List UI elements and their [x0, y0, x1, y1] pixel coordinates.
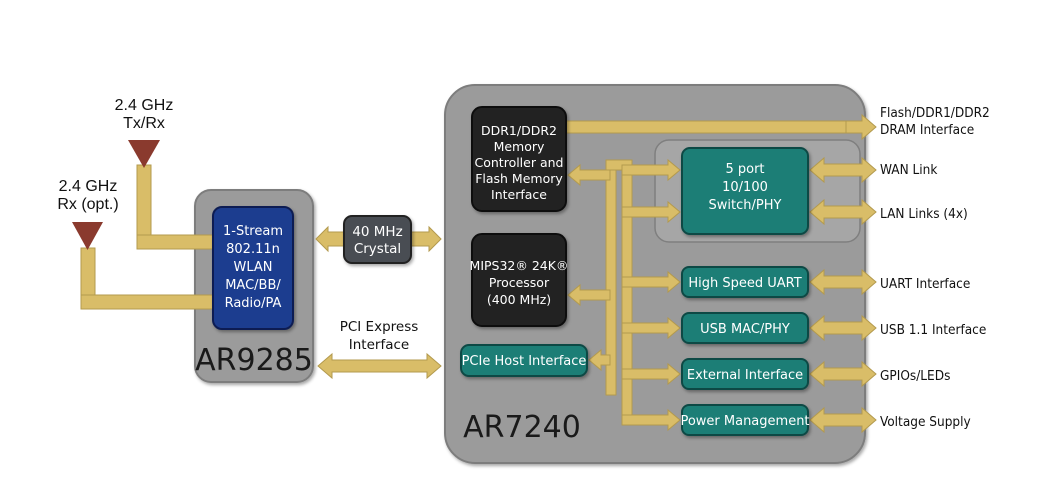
dram-interface-label-2: DRAM Interface	[880, 122, 974, 138]
pcie-link-label-2: Interface	[349, 337, 409, 353]
switch-line-1: 5 port	[725, 162, 764, 177]
antenna-rx-trace-horizontal	[80, 294, 214, 310]
switch-bus-arrow	[621, 200, 681, 224]
peripheral-label: High Speed UART	[688, 276, 801, 291]
memory-bus-arrow	[567, 163, 611, 187]
pcie-host-bus-arrow	[588, 348, 611, 372]
dram-interface-arrow	[845, 113, 877, 141]
peripheral-label: External Interface	[687, 368, 803, 383]
crystal-block[interactable]	[343, 215, 412, 264]
lan-links-label: LAN Links (4x)	[880, 206, 968, 222]
memory-line-5: Interface	[491, 187, 547, 202]
wan-link-arrow	[809, 156, 877, 184]
ar7240-chip-name: AR7240	[463, 410, 581, 445]
crystal-right-arrow	[410, 225, 442, 253]
antenna-rx-label-1: 2.4 GHz	[59, 178, 118, 195]
wlan-line-4: MAC/BB/	[225, 278, 281, 293]
crystal-left-arrow	[315, 225, 345, 253]
cpu-line-2: Processor	[489, 275, 550, 290]
cpu-line-1: MIPS32® 24K®	[470, 258, 569, 273]
external-interface-arrow	[809, 314, 877, 342]
crystal-line-1: 40 MHz	[352, 224, 402, 240]
peripheral-block[interactable]	[681, 404, 809, 436]
peripheral-block[interactable]	[681, 312, 809, 344]
switch-bus-arrow	[621, 158, 681, 182]
pcie-host-label: PCIe Host Interface	[462, 354, 587, 369]
memory-line-2: Memory	[494, 139, 545, 154]
pcie-host-block[interactable]	[460, 344, 588, 377]
antenna-txrx-trace-horizontal	[136, 234, 214, 250]
external-interface-label: USB 1.1 Interface	[880, 322, 986, 338]
cpu-bus-arrow	[567, 283, 611, 307]
pcie-link-arrow	[317, 352, 442, 380]
peripheral-block[interactable]	[681, 266, 809, 298]
external-interface-arrow	[809, 360, 877, 388]
wlan-block[interactable]	[212, 206, 294, 330]
antenna-txrx-icon	[128, 140, 160, 168]
wlan-block-text: 1-Stream 802.11n WLAN MAC/BB/ Radio/PA	[223, 224, 283, 311]
memory-line-1: DDR1/DDR2	[481, 123, 557, 138]
wlan-line-2: 802.11n	[226, 242, 280, 257]
cpu-block[interactable]	[471, 233, 567, 327]
wlan-line-5: Radio/PA	[225, 296, 282, 311]
switch-line-3: Switch/PHY	[709, 198, 782, 213]
internal-bus-right	[621, 159, 633, 423]
external-interface-arrow	[809, 406, 877, 434]
peripheral-bus-arrow	[621, 270, 681, 294]
antenna-rx-icon	[72, 222, 103, 250]
external-interface-arrow	[809, 268, 877, 296]
dram-interface-label-1: Flash/DDR1/DDR2	[880, 105, 990, 121]
memory-line-3: Controller and	[475, 155, 564, 170]
external-interface-label: GPIOs/LEDs	[880, 368, 950, 384]
peripheral-block[interactable]	[681, 358, 809, 390]
antenna-txrx-label-1: 2.4 GHz	[115, 97, 174, 114]
lan-links-arrow	[809, 198, 877, 226]
pcie-link-label-1: PCI Express	[340, 319, 419, 335]
switch-block[interactable]	[681, 147, 809, 235]
wan-link-label: WAN Link	[880, 162, 937, 178]
peripheral-label: Power Management	[680, 414, 809, 429]
cpu-line-3: (400 MHz)	[487, 292, 551, 307]
peripheral-bus-arrow	[621, 362, 681, 386]
peripheral-bus-arrow	[621, 408, 681, 432]
switch-line-2: 10/100	[722, 180, 768, 195]
antenna-txrx-label-2: Tx/Rx	[123, 115, 165, 132]
peripheral-label: USB MAC/PHY	[700, 322, 790, 337]
memory-line-4: Flash Memory	[475, 171, 563, 186]
wlan-line-3: WLAN	[233, 260, 272, 275]
external-interface-label: Voltage Supply	[880, 414, 971, 430]
memory-controller-block[interactable]	[471, 106, 567, 212]
external-interface-label: UART Interface	[880, 276, 970, 292]
antenna-rx-label-2: Rx (opt.)	[57, 196, 118, 213]
peripheral-bus-arrow	[621, 316, 681, 340]
dram-bus	[565, 120, 857, 134]
crystal-line-2: Crystal	[354, 241, 401, 257]
wlan-line-1: 1-Stream	[223, 224, 283, 239]
ar9285-chip-name: AR9285	[195, 343, 313, 378]
